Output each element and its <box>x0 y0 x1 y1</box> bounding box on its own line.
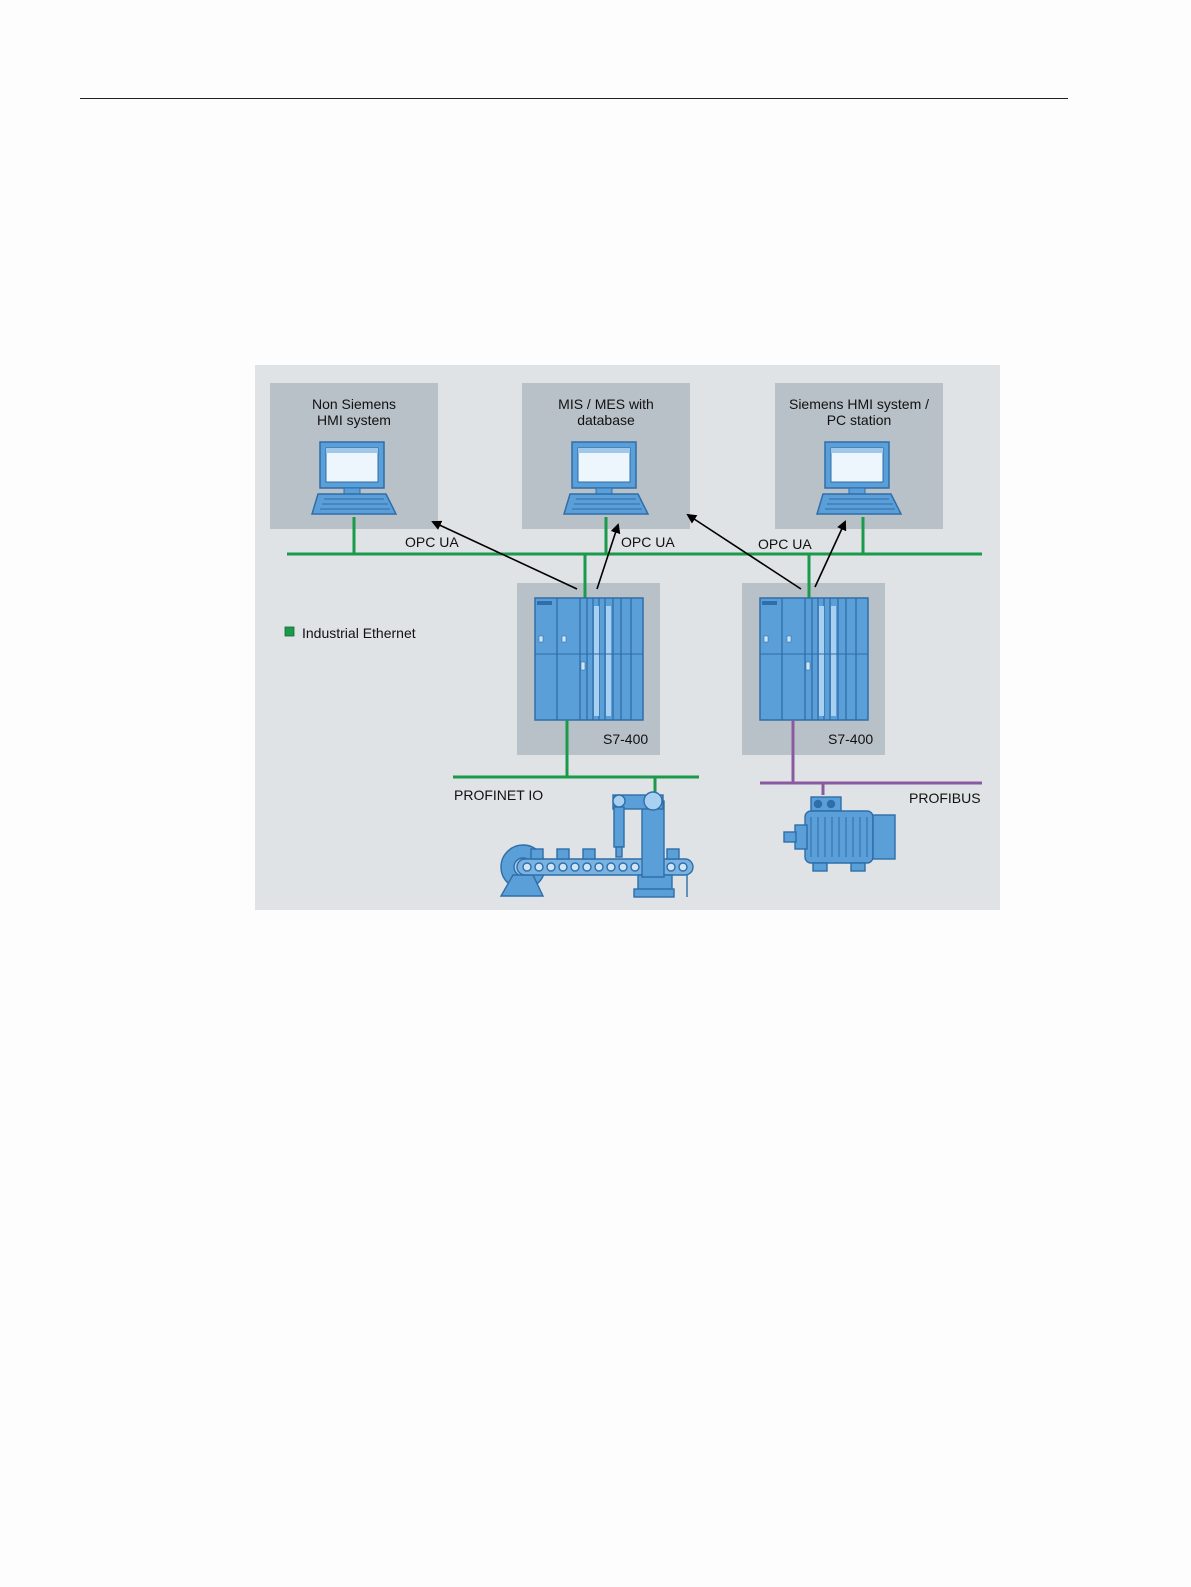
computer-icon <box>817 442 901 514</box>
computer-icon <box>564 442 648 514</box>
plc-label: S7-400 <box>828 731 873 747</box>
station-label-line2: PC station <box>775 412 943 428</box>
station-label-non-siemens: Non Siemens HMI system <box>270 396 438 428</box>
conveyor-robot-icon <box>501 792 693 897</box>
profinet-io-label: PROFINET IO <box>454 787 543 803</box>
station-label-line1: MIS / MES with <box>522 396 690 412</box>
station-label-line1: Siemens HMI system / <box>775 396 943 412</box>
legend-ethernet-label: Industrial Ethernet <box>302 625 416 641</box>
station-label-line2: HMI system <box>270 412 438 428</box>
plc-label: S7-400 <box>603 731 648 747</box>
s7-400-plc-icon <box>535 598 643 720</box>
page-header-rule <box>80 98 1068 99</box>
station-label-line2: database <box>522 412 690 428</box>
opc-ua-label: OPC UA <box>758 536 812 552</box>
profibus-label: PROFIBUS <box>909 790 981 806</box>
station-label-siemens-hmi: Siemens HMI system / PC station <box>775 396 943 428</box>
computer-icon <box>312 442 396 514</box>
opc-ua-label: OPC UA <box>621 534 675 550</box>
station-label-line1: Non Siemens <box>270 396 438 412</box>
station-label-mis-mes: MIS / MES with database <box>522 396 690 428</box>
opc-ua-label: OPC UA <box>405 534 459 550</box>
legend-ethernet-swatch <box>285 627 294 636</box>
motor-icon <box>784 797 895 871</box>
network-diagram: Non Siemens HMI system MIS / MES with da… <box>255 365 1000 910</box>
s7-400-plc-icon <box>760 598 868 720</box>
